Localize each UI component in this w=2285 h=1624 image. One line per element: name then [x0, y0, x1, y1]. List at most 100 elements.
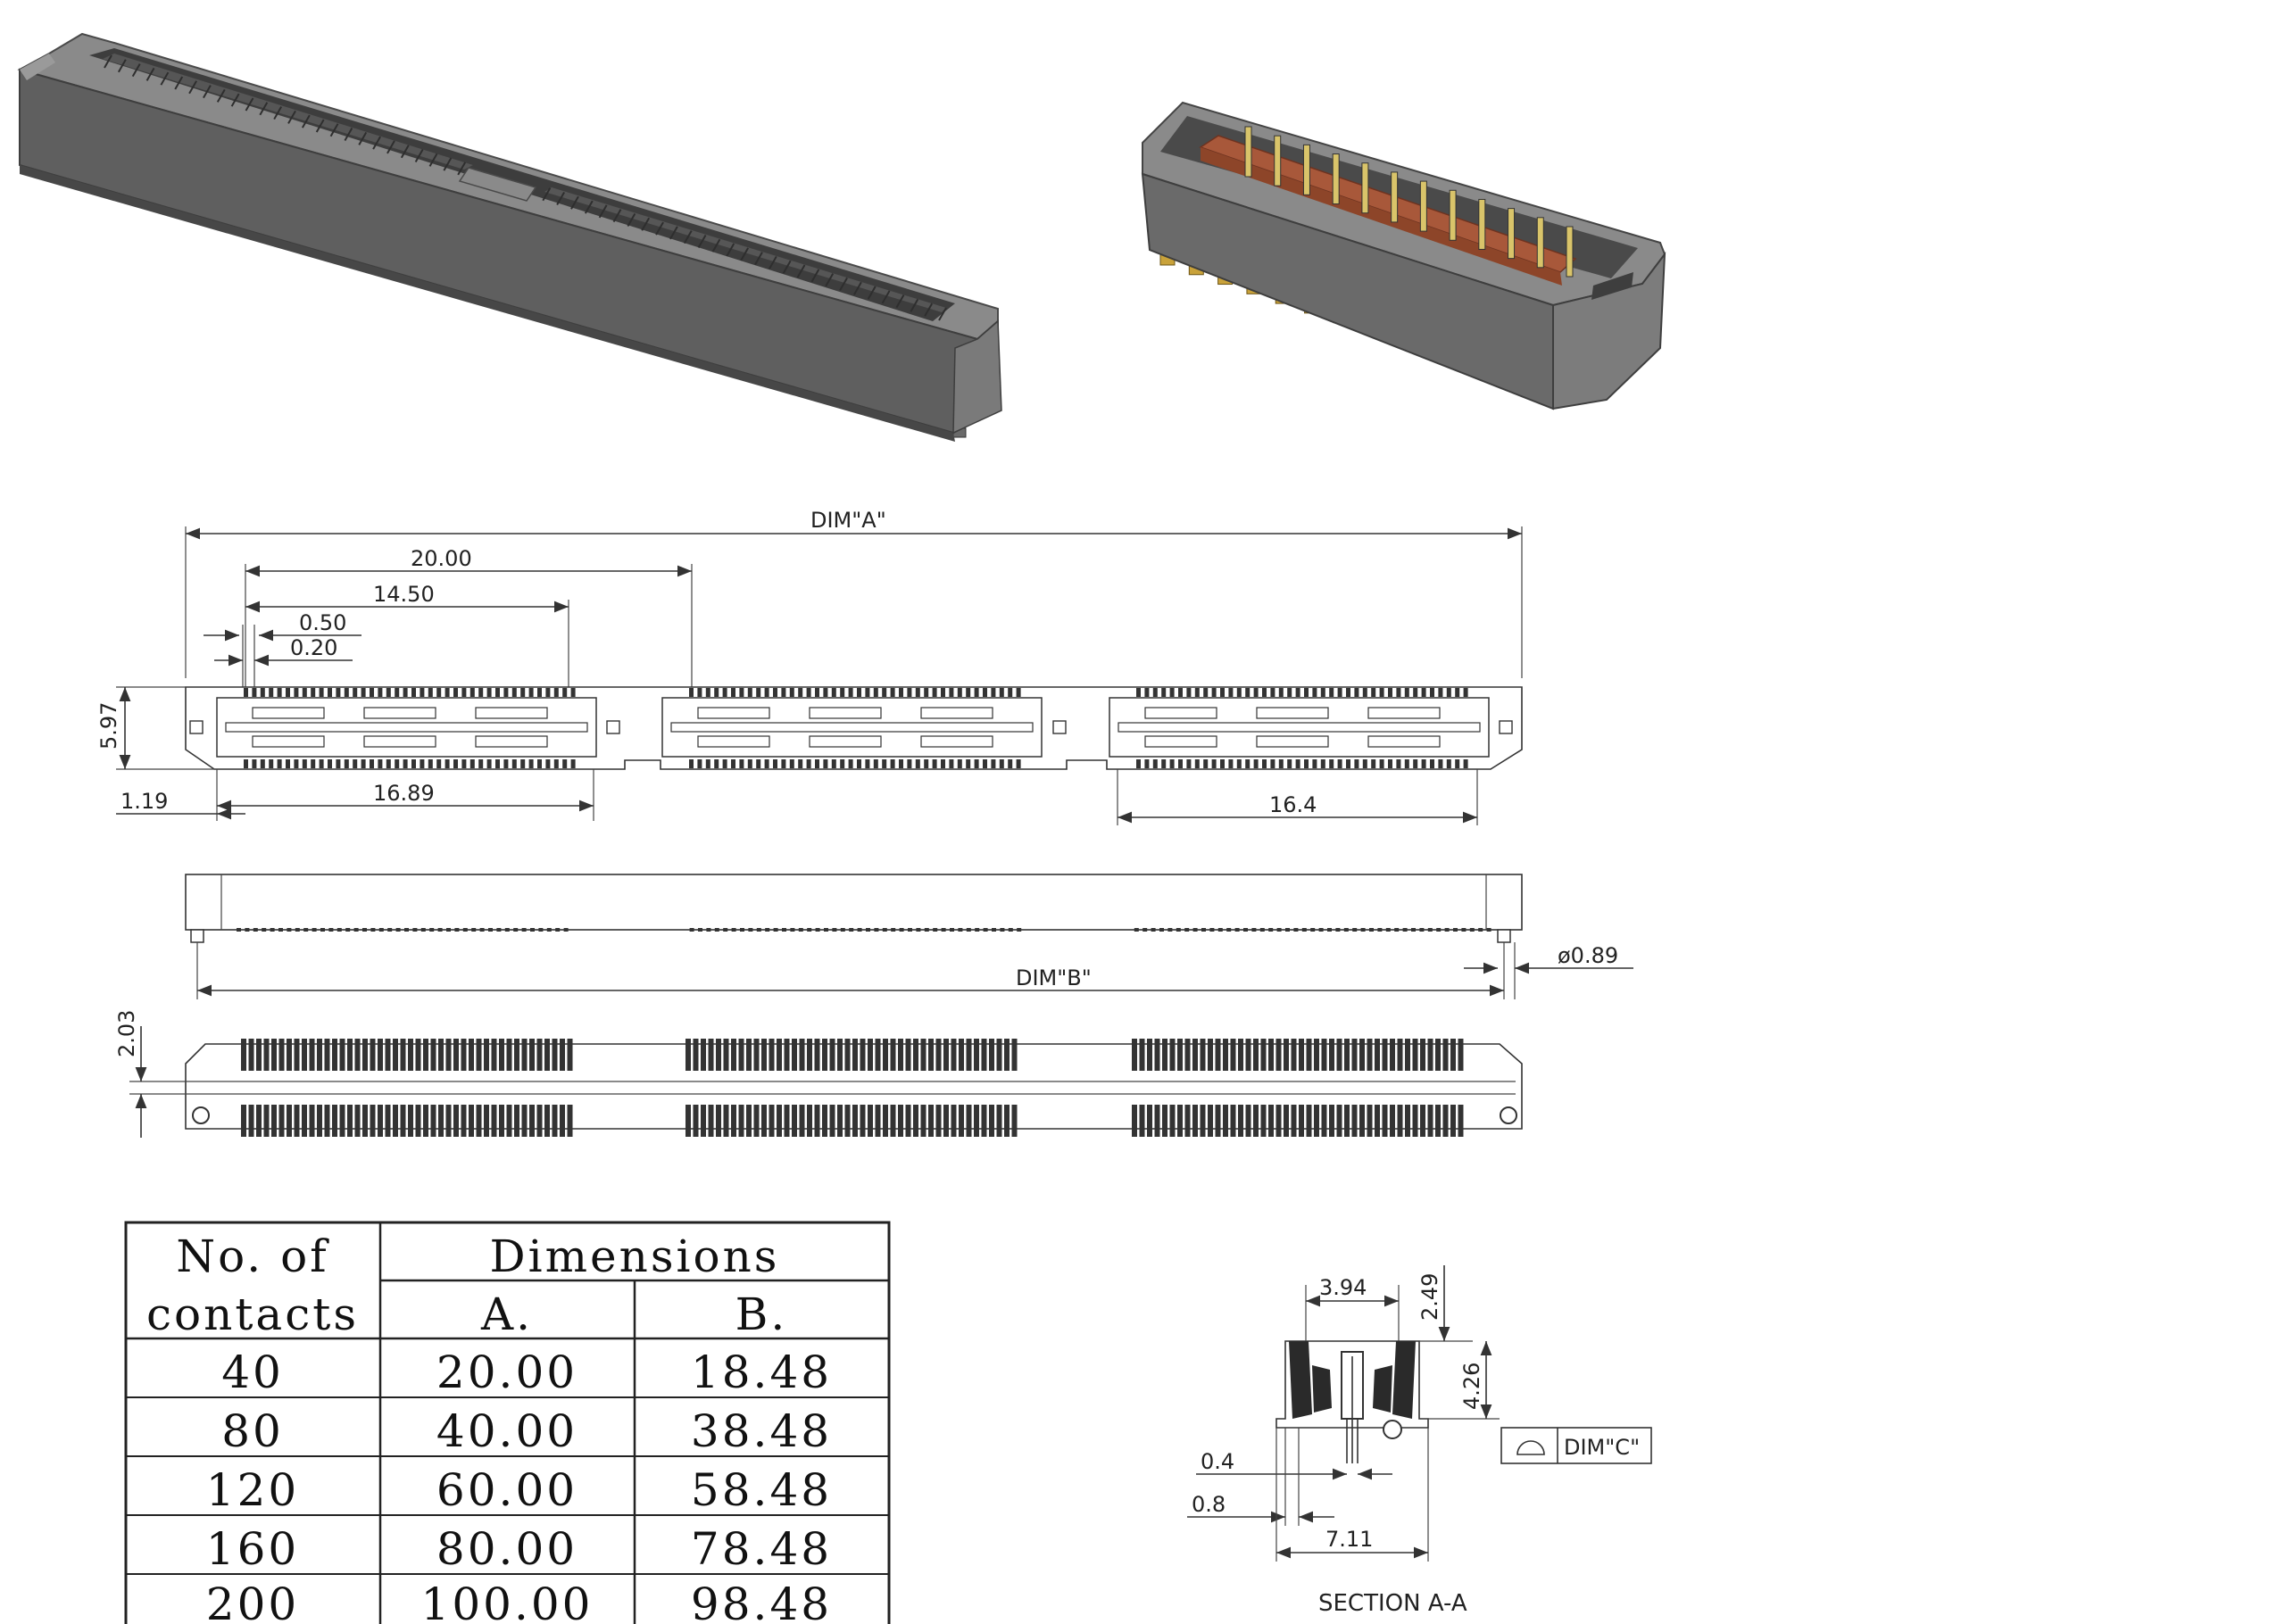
- pin: [1268, 1105, 1274, 1137]
- pin-tail: [555, 928, 561, 932]
- pin-tail: [1209, 928, 1215, 932]
- contact-rib: [881, 290, 891, 304]
- pad: [495, 688, 500, 697]
- pad: [722, 759, 727, 768]
- pin: [959, 1105, 964, 1137]
- pin-tail: [1226, 928, 1232, 932]
- pad: [907, 688, 912, 697]
- pad: [420, 688, 425, 697]
- pin: [1382, 1039, 1388, 1071]
- contact-blade: [1449, 189, 1457, 241]
- pin-tail: [278, 928, 283, 932]
- pin: [807, 1039, 812, 1071]
- pad: [562, 759, 568, 768]
- pin: [1359, 1105, 1365, 1137]
- pad: [941, 759, 945, 768]
- dim-14-50: 14.50: [373, 582, 435, 607]
- pin: [1253, 1039, 1259, 1071]
- pad: [252, 688, 257, 697]
- pin-tail: [1478, 928, 1483, 932]
- contact-rib: [273, 106, 283, 120]
- contact-rib: [259, 102, 269, 116]
- pin: [1230, 1039, 1236, 1071]
- pin: [1162, 1039, 1167, 1071]
- pad: [1455, 688, 1460, 697]
- pin: [536, 1105, 543, 1137]
- pin: [1458, 1105, 1464, 1137]
- pin: [1192, 1105, 1198, 1137]
- pin: [1260, 1105, 1267, 1137]
- pin: [822, 1105, 827, 1137]
- pin-tail: [429, 928, 435, 932]
- pin: [731, 1039, 736, 1071]
- pin: [1245, 1039, 1251, 1071]
- pin: [1375, 1105, 1380, 1137]
- pin-tail: [295, 928, 300, 932]
- pin: [943, 1105, 949, 1137]
- pad: [781, 688, 786, 697]
- pin: [913, 1105, 918, 1137]
- pin: [1450, 1039, 1456, 1071]
- table-cell-a: 100.00: [421, 1578, 594, 1624]
- pin: [792, 1039, 797, 1071]
- key-box: [1052, 720, 1067, 734]
- module-window: [1367, 707, 1441, 719]
- table-cell-a: 20.00: [436, 1346, 577, 1398]
- section-a-a: 3.94 2.49 4.26 DIM"C" 0.4 0.8 7.11 SECTI…: [1187, 1265, 1652, 1617]
- pin-tail: [1151, 928, 1156, 932]
- pad: [1228, 759, 1234, 768]
- pad: [731, 688, 735, 697]
- pin: [1336, 1039, 1342, 1071]
- pin: [1208, 1105, 1213, 1137]
- pin-tail: [462, 928, 468, 932]
- pin: [1367, 1039, 1373, 1071]
- pad: [1178, 688, 1183, 697]
- pad: [747, 688, 752, 697]
- pin: [263, 1039, 270, 1071]
- pad: [436, 688, 442, 697]
- pin: [1397, 1039, 1403, 1071]
- pad: [269, 688, 274, 697]
- pin: [875, 1105, 881, 1137]
- section-title: SECTION A-A: [1318, 1590, 1467, 1617]
- pin: [241, 1105, 246, 1137]
- pin: [1321, 1105, 1327, 1137]
- contact-rib: [386, 140, 395, 154]
- table-header-dimensions: Dimensions: [490, 1230, 780, 1282]
- pad: [302, 759, 307, 768]
- pin: [491, 1105, 497, 1137]
- pin: [844, 1105, 851, 1137]
- pin: [271, 1105, 277, 1137]
- table-row: 80 40.00 38.48: [221, 1405, 829, 1457]
- pin: [309, 1105, 315, 1137]
- pad: [1371, 759, 1376, 768]
- pin: [1344, 1105, 1350, 1137]
- pin: [1004, 1039, 1010, 1071]
- pin-tail: [933, 928, 938, 932]
- pin: [1184, 1105, 1191, 1137]
- pin: [506, 1105, 512, 1137]
- pin: [354, 1039, 361, 1071]
- pin-tail: [857, 928, 862, 932]
- pad: [823, 759, 828, 768]
- pad: [319, 759, 324, 768]
- pad: [991, 688, 996, 697]
- pad: [545, 759, 551, 768]
- contact-rib: [358, 131, 368, 145]
- contact-blade: [1391, 171, 1399, 223]
- pin: [1284, 1105, 1289, 1137]
- pad: [773, 688, 777, 697]
- pad: [1463, 759, 1468, 768]
- pad: [1388, 688, 1392, 697]
- table-row: 40 20.00 18.48: [221, 1346, 829, 1398]
- pin: [347, 1039, 353, 1071]
- pin: [1004, 1105, 1010, 1137]
- module-window: [920, 707, 993, 719]
- pin: [1260, 1039, 1267, 1071]
- pin-tail: [1310, 928, 1316, 932]
- pad: [806, 688, 811, 697]
- contact-rib: [131, 63, 141, 78]
- pad: [924, 688, 929, 697]
- pin-tail: [1000, 928, 1005, 932]
- contact-blade: [1244, 126, 1252, 178]
